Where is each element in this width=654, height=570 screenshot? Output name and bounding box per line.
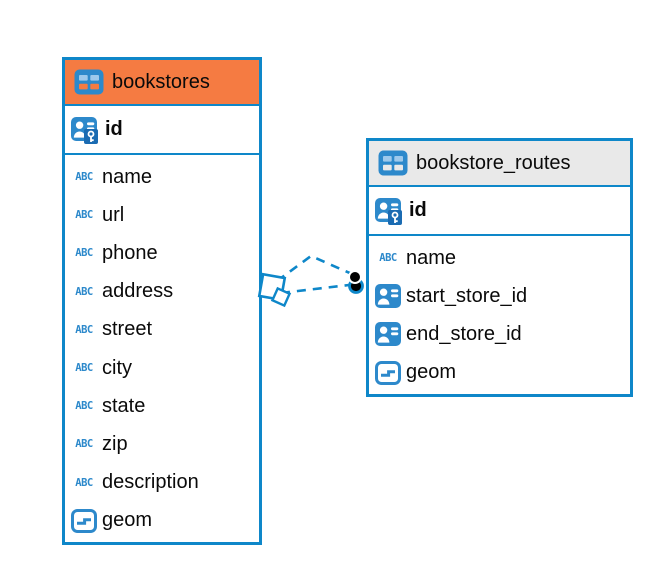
table-bookstores[interactable]: bookstores id ABC name ABC url ABC phone… — [62, 57, 262, 545]
column-row[interactable]: ABC phone — [65, 234, 259, 272]
text-type-icon: ABC — [75, 438, 93, 451]
column-row[interactable]: geom — [65, 502, 259, 540]
column-row[interactable]: ABC address — [65, 273, 259, 311]
table-icon — [378, 150, 408, 176]
text-type-icon: ABC — [75, 476, 93, 489]
text-type-icon: ABC — [379, 252, 397, 265]
table-title: bookstores — [112, 70, 210, 93]
column-name: description — [102, 471, 199, 494]
geometry-type-icon — [375, 361, 401, 385]
column-row[interactable]: ABC description — [65, 464, 259, 502]
table-icon — [74, 69, 104, 95]
geometry-type-icon — [71, 509, 97, 533]
column-row[interactable]: start_store_id — [369, 277, 630, 315]
column-row-pk[interactable]: id — [65, 106, 259, 155]
relationship-source-marker[interactable] — [257, 272, 292, 308]
column-list: ABC name start_store_id end_store_id geo… — [369, 236, 630, 394]
relationship-line[interactable] — [280, 283, 350, 295]
table-bookstore-routes[interactable]: bookstore_routes id ABC name start_store… — [366, 138, 633, 397]
text-type-icon: ABC — [75, 400, 93, 413]
column-row[interactable]: ABC name — [65, 158, 259, 196]
column-row[interactable]: ABC city — [65, 349, 259, 387]
relationship-target-marker[interactable] — [348, 270, 364, 294]
text-type-icon: ABC — [75, 362, 93, 375]
column-name: street — [102, 318, 153, 341]
column-name: zip — [102, 432, 128, 455]
column-name: id — [409, 199, 427, 221]
column-row[interactable]: end_store_id — [369, 315, 630, 353]
reference-type-icon — [375, 284, 401, 308]
text-type-icon: ABC — [75, 285, 93, 298]
relationship-line[interactable] — [276, 254, 353, 283]
column-name: city — [102, 356, 132, 379]
table-title: bookstore_routes — [416, 151, 571, 174]
column-name: name — [102, 165, 153, 188]
text-type-icon: ABC — [75, 323, 93, 336]
column-name: id — [105, 118, 123, 140]
text-type-icon: ABC — [75, 247, 93, 260]
table-bookstores-header[interactable]: bookstores — [65, 60, 259, 106]
reference-type-icon — [375, 322, 401, 346]
column-list: ABC name ABC url ABC phone ABC address A… — [65, 155, 259, 542]
column-row[interactable]: ABC name — [369, 239, 630, 277]
primary-key-icon — [375, 198, 403, 226]
table-bookstore-routes-header[interactable]: bookstore_routes — [369, 141, 630, 187]
column-name: phone — [102, 241, 158, 264]
column-name: name — [406, 246, 457, 269]
column-row[interactable]: ABC street — [65, 311, 259, 349]
text-type-icon: ABC — [75, 209, 93, 222]
column-row[interactable]: ABC url — [65, 196, 259, 234]
column-name: start_store_id — [406, 284, 528, 307]
column-name: geom — [406, 361, 457, 384]
primary-key-icon — [71, 117, 99, 145]
column-row-pk[interactable]: id — [369, 187, 630, 236]
column-name: state — [102, 394, 146, 417]
column-name: geom — [102, 509, 153, 532]
column-row[interactable]: ABC state — [65, 387, 259, 425]
column-name: end_store_id — [406, 322, 522, 345]
column-name: address — [102, 280, 174, 303]
column-name: url — [102, 203, 125, 226]
column-row[interactable]: geom — [369, 354, 630, 392]
column-row[interactable]: ABC zip — [65, 425, 259, 463]
text-type-icon: ABC — [75, 171, 93, 184]
